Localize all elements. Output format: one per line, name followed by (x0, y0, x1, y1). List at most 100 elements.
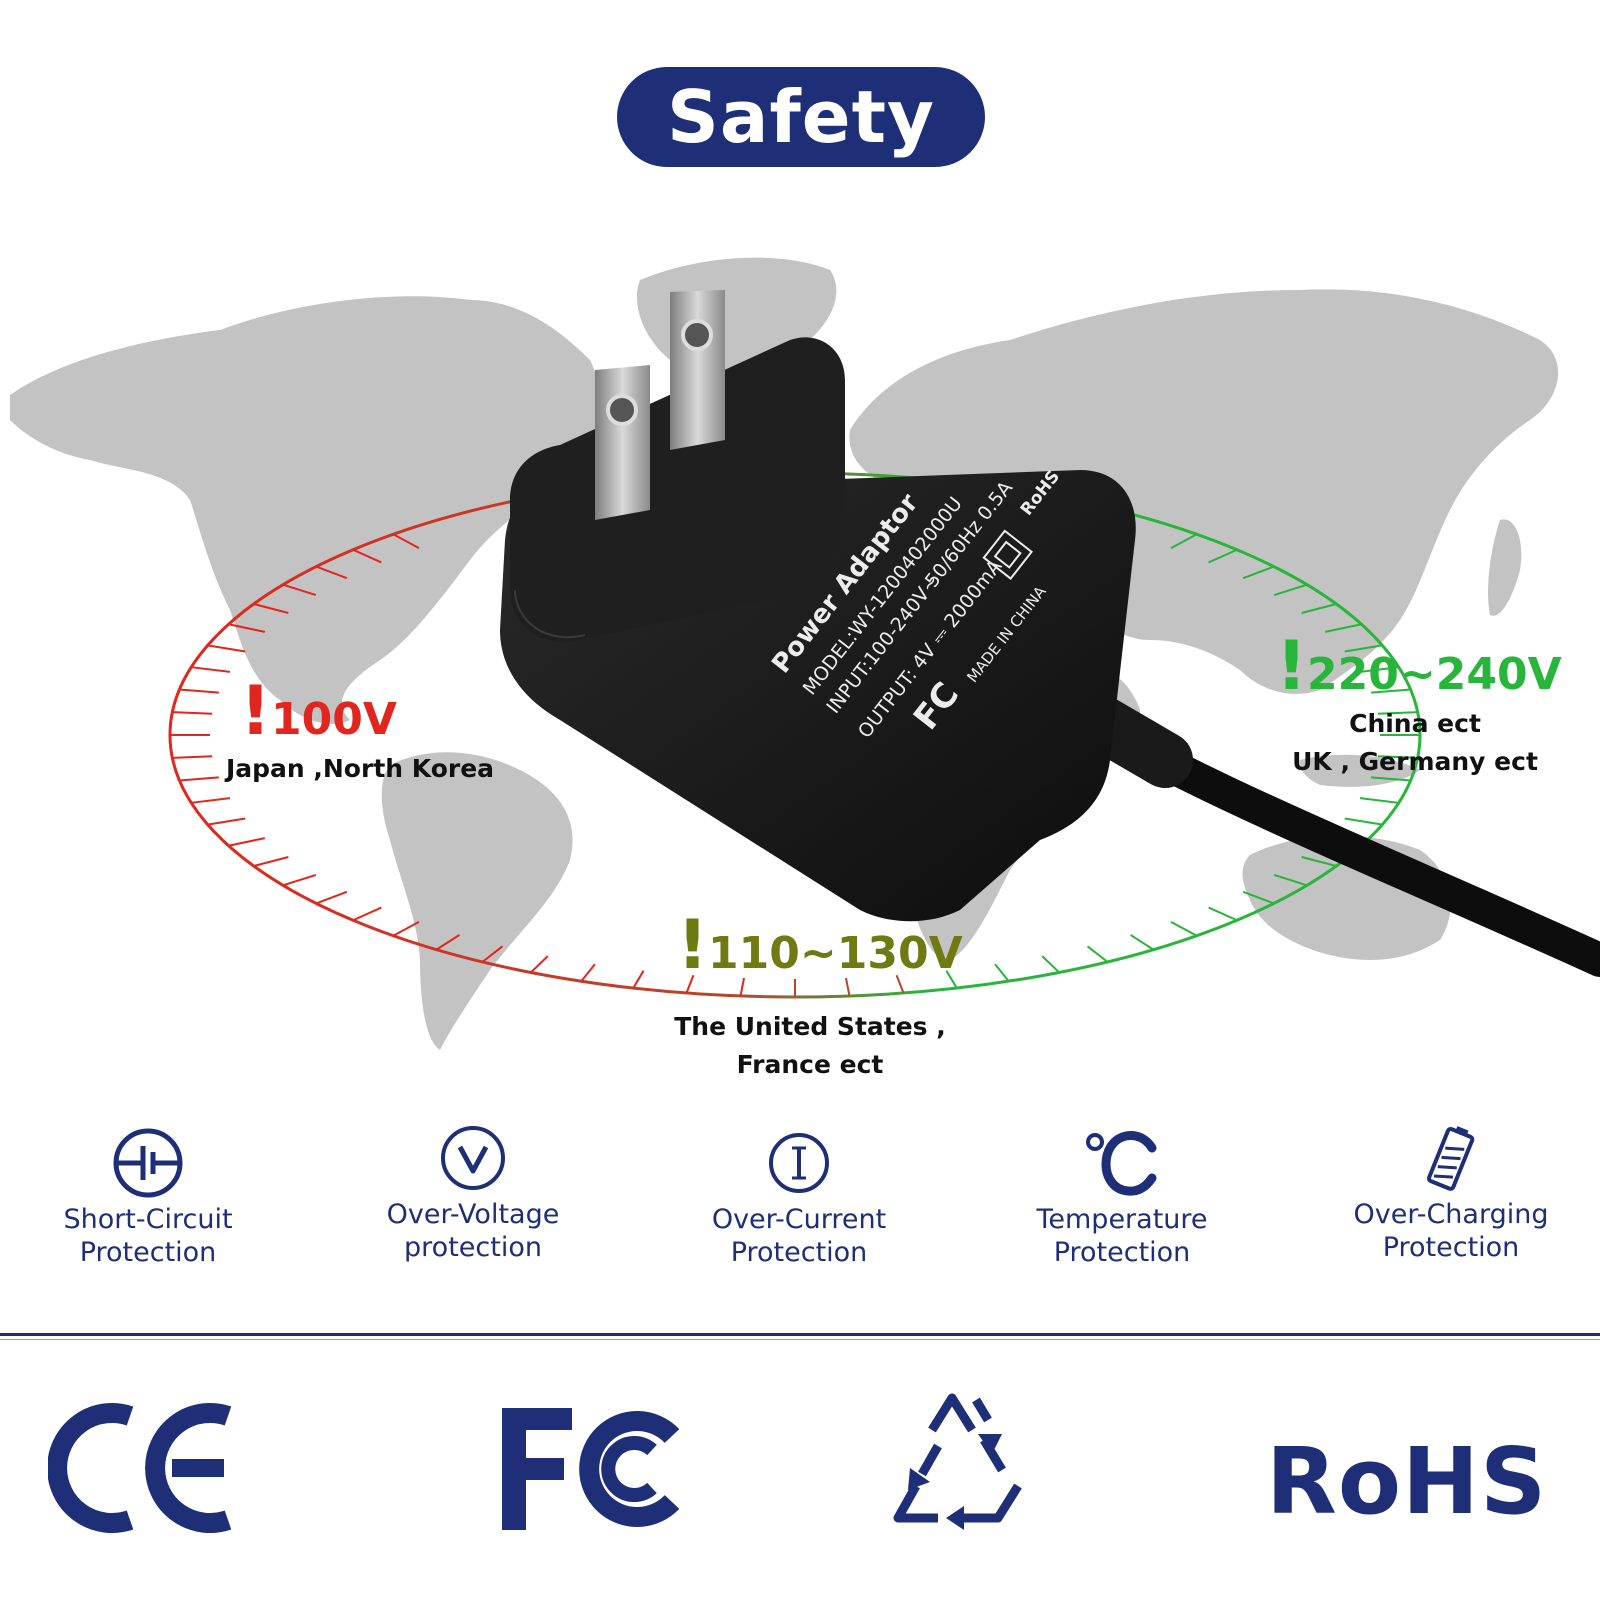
feature-label-line: Short-Circuit (63, 1204, 233, 1235)
dial-tick (1242, 565, 1275, 580)
dial-tick (632, 970, 645, 989)
dial-tick (1377, 711, 1418, 715)
japan-landmass (1488, 519, 1522, 616)
dial-tick (207, 817, 246, 826)
short-circuit-icon (113, 1128, 183, 1198)
dial-tick (352, 906, 382, 922)
dial-tick (1324, 623, 1362, 633)
dial-tick (191, 797, 231, 804)
feature-temperature: Temperature Protection (1002, 1123, 1242, 1269)
feature-over-current: Over-Current Protection (679, 1123, 919, 1269)
dial-tick (1273, 873, 1308, 887)
dial-tick (1371, 776, 1411, 782)
dial-tick (994, 963, 1010, 982)
feature-label-line: Over-Charging (1353, 1199, 1549, 1230)
plug-prongs (595, 290, 725, 520)
south-america-landmass (381, 752, 573, 1050)
feature-label: Over-Charging Protection (1331, 1198, 1571, 1264)
dial-tick (1344, 817, 1383, 826)
voltage-value: 110~130V (708, 928, 963, 979)
dial-tick (1371, 688, 1411, 694)
voltage-value: 220~240V (1307, 649, 1562, 700)
dial-tick (1170, 921, 1198, 937)
dial-tick (392, 533, 420, 549)
dial-tick (253, 603, 289, 614)
dial-tick (1359, 797, 1399, 804)
temperature-icon (1086, 1131, 1157, 1196)
feature-label-line: Over-Current (711, 1204, 887, 1235)
dial-tick (1359, 666, 1399, 673)
dial-tick (179, 776, 219, 782)
feature-label-line: Protection (730, 1237, 868, 1268)
dial-tick (282, 873, 317, 887)
voltage-label-100v: !100V (240, 678, 397, 746)
battery-icon (1426, 1126, 1475, 1191)
region-line: UK , Germany ect (1292, 747, 1538, 776)
feature-label-line: Protection (79, 1237, 217, 1268)
dial-tick (739, 977, 745, 997)
dial-tick (580, 963, 596, 982)
region-line: France ect (736, 1050, 884, 1079)
dial-tick (530, 955, 549, 974)
feature-label-line: protection (404, 1232, 542, 1263)
voltage-label-110-130v: !110~130V (677, 912, 963, 980)
feature-label: Short-Circuit Protection (28, 1203, 268, 1269)
voltage-dial-ticks (170, 533, 1420, 997)
dial-tick (253, 856, 289, 867)
dial-tick (315, 565, 348, 580)
section-divider (0, 1333, 1600, 1336)
feature-label: Over-Current Protection (679, 1203, 919, 1269)
feature-over-voltage: Over-Voltage protection (353, 1118, 593, 1264)
dial-tick (392, 921, 420, 937)
dial-tick (1208, 906, 1238, 922)
title-pill: Safety (617, 67, 985, 167)
dial-tick (172, 711, 213, 715)
dial-tick (1301, 856, 1337, 867)
dial-tick (1170, 533, 1198, 549)
over-current-icon (769, 1133, 829, 1193)
region-line: Japan ,North Korea (225, 754, 495, 783)
warning-exclamation-icon: ! (677, 906, 709, 985)
prong-right (670, 290, 725, 450)
dial-tick (845, 977, 851, 997)
dial-tick (945, 970, 958, 989)
dial-tick (352, 548, 382, 564)
power-adapter: Power Adaptor MODEL:WY-1200402000U INPUT… (500, 290, 1600, 977)
dial-tick (228, 623, 266, 633)
region-line: The United States , (674, 1012, 946, 1041)
feature-label: Over-Voltage protection (353, 1198, 593, 1264)
dial-tick (1041, 955, 1060, 974)
eurasia-landmass (849, 289, 1559, 694)
fcc-mark-logo (492, 1398, 682, 1543)
dial-tick (1086, 945, 1109, 963)
dial-tick (685, 974, 695, 994)
dial-tick (1377, 755, 1418, 759)
feature-label-line: Over-Voltage (386, 1199, 560, 1230)
dial-tick (435, 934, 460, 951)
feature-label: Temperature Protection (1002, 1203, 1242, 1269)
prong-left (595, 365, 650, 520)
dial-tick (172, 755, 213, 759)
over-voltage-icon (441, 1126, 505, 1190)
dial-tick (481, 945, 504, 963)
dial-tick (895, 974, 905, 994)
warning-exclamation-icon: ! (240, 672, 272, 751)
region-line: China ect (1349, 709, 1481, 738)
voltage-region-text: Japan ,North Korea (225, 750, 495, 788)
dial-tick (207, 644, 246, 653)
page-title: Safety (667, 75, 935, 159)
feature-label-line: Protection (1382, 1232, 1520, 1263)
feature-short-circuit: Short-Circuit Protection (28, 1123, 268, 1269)
voltage-value: 100V (271, 694, 397, 745)
dial-tick (1208, 548, 1238, 564)
warning-exclamation-icon: ! (1276, 627, 1308, 706)
plug-block (510, 337, 845, 642)
dial-tick (191, 666, 231, 673)
dial-tick (179, 688, 219, 694)
dial-tick (1273, 583, 1308, 597)
dial-tick (1344, 644, 1383, 653)
double-insulation-icon (982, 529, 1033, 580)
dial-tick (228, 837, 266, 847)
voltage-region-text: China ect UK , Germany ect (1280, 705, 1550, 781)
